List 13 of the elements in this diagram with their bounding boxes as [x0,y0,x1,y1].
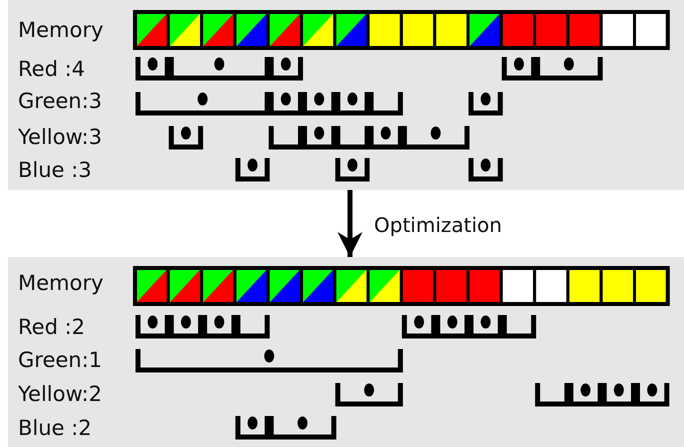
memory-label: Memory [18,271,104,295]
memory-label: Memory [18,18,104,42]
row-label: Red :4 [18,57,86,81]
arrow [338,190,362,257]
row-label: Blue :2 [18,416,92,440]
row-label: Yellow:2 [18,382,102,406]
memory-panel [8,0,684,190]
row-label: Yellow:3 [18,125,102,149]
row-label: Red :2 [18,315,86,339]
memory-panel [8,257,684,447]
row-label: Green:3 [18,89,102,113]
row-label: Green:1 [18,348,102,372]
row-label: Blue :3 [18,158,92,182]
